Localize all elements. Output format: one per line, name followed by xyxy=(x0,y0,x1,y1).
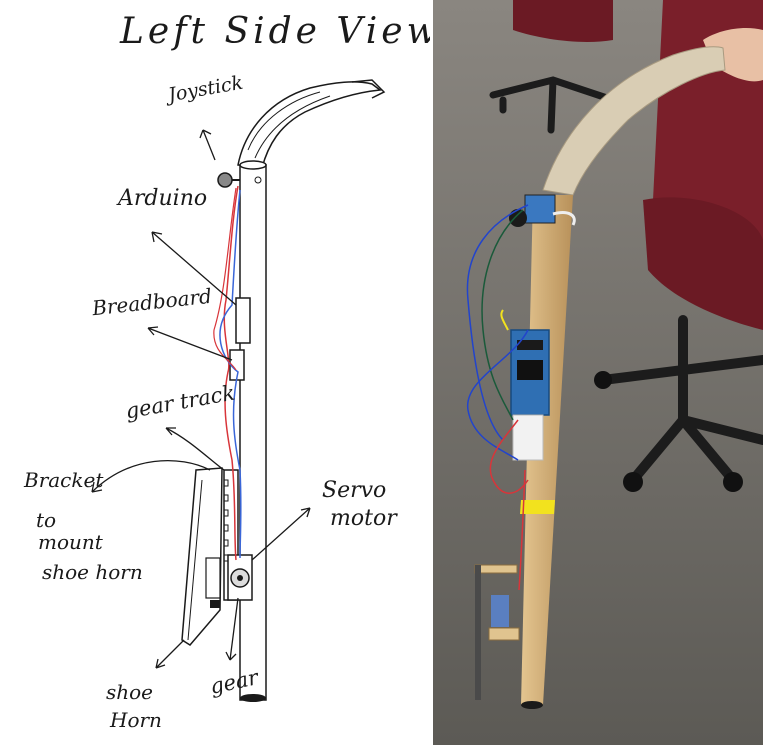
label-arduino: Arduino xyxy=(118,186,208,211)
label-servo-2: motor xyxy=(330,506,397,531)
servo-photo xyxy=(491,595,509,627)
arduino-drawing xyxy=(235,297,251,344)
chair-seat xyxy=(643,197,763,330)
joystick-photo xyxy=(509,209,527,227)
shoe-horn-drawing xyxy=(181,467,223,646)
sketch-title: Left Side View xyxy=(120,11,430,52)
antler-photo xyxy=(542,46,726,196)
blue-wire xyxy=(219,189,242,559)
cane-shaft xyxy=(239,164,267,701)
yellow-tape xyxy=(520,500,555,514)
label-shoe-horn-1: shoe xyxy=(106,680,154,704)
sketch-drawing xyxy=(91,79,386,702)
label-bracket-4: shoe horn xyxy=(42,560,143,584)
prototype-photo xyxy=(433,0,763,745)
breadboard-photo xyxy=(512,414,544,461)
sketch-panel: Left Side View Joystick Arduino Breadboa… xyxy=(24,11,430,732)
label-shoe-horn-2: Horn xyxy=(110,708,162,732)
antler-handle xyxy=(237,81,382,169)
bracket-photo xyxy=(474,564,518,574)
label-bracket-3: mount xyxy=(38,530,103,554)
red-wire xyxy=(223,185,239,561)
photo-panel xyxy=(433,0,763,745)
chair-base xyxy=(598,315,763,485)
cane-photo xyxy=(521,195,573,705)
joystick-drawing xyxy=(217,172,233,188)
label-bracket-1: Bracket xyxy=(24,468,104,492)
label-bracket-2: to xyxy=(36,508,57,532)
label-servo-1: Servo xyxy=(322,478,387,503)
